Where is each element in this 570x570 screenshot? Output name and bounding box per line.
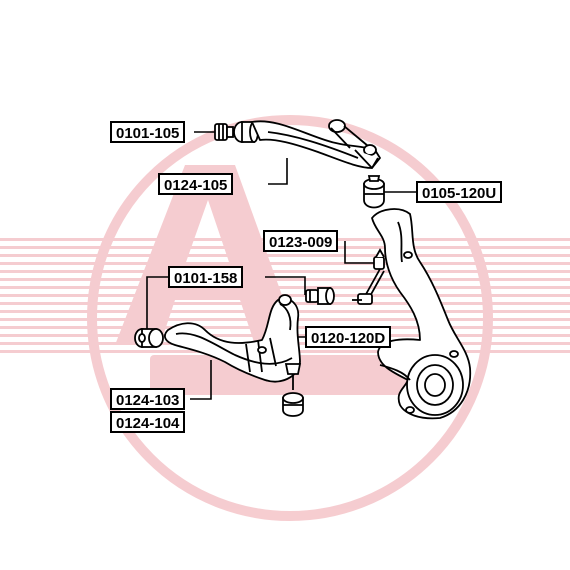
part-label-0101-158[interactable]: 0101-158	[168, 266, 244, 288]
steering-knuckle	[371, 208, 472, 420]
lower-control-arm	[164, 294, 301, 383]
part-label-0120-120d[interactable]: 0120-120D	[305, 326, 392, 348]
upper-ball-joint	[363, 175, 385, 209]
upper-arm-bolt	[214, 121, 259, 143]
watermark-letter-a	[115, 165, 300, 345]
lower-arm-bushing	[134, 328, 164, 348]
part-label-0124-105[interactable]: 0124-105	[158, 173, 234, 195]
part-label-0101-105[interactable]: 0101-105	[110, 121, 186, 143]
part-label-0124-103[interactable]: 0124-103	[110, 388, 186, 410]
upper-control-arm	[251, 119, 381, 169]
part-label-0124-104[interactable]: 0124-104	[110, 411, 186, 433]
part-label-0123-009[interactable]: 0123-009	[263, 230, 339, 252]
lower-ball-joint	[282, 363, 304, 417]
lower-arm-bolt	[305, 287, 335, 305]
part-label-0105-120u[interactable]: 0105-120U	[416, 181, 503, 203]
leader-lines	[146, 131, 416, 400]
stabilizer-link	[352, 248, 385, 305]
